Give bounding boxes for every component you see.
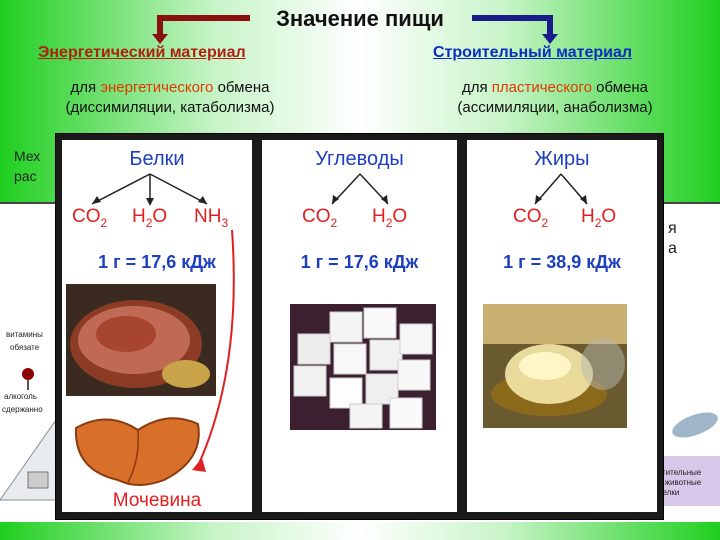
background-text-right-2: а (668, 240, 677, 257)
page-title: Значение пищи (276, 6, 444, 31)
product-co2: CO2 (72, 206, 108, 230)
curved-arrow-icon (192, 229, 235, 472)
butter-dish-image (483, 304, 627, 428)
liver-image (74, 417, 200, 486)
energy-material-heading: Энергетический материал (38, 44, 246, 61)
energy-material-description: для энергетического обмена (диссимиляции… (65, 79, 275, 116)
sugar-cubes-image (290, 304, 436, 430)
panel-title-carbohydrates: Углеводы (315, 148, 404, 170)
energy-carbohydrates: 1 г = 17,6 кДж (300, 252, 419, 272)
product-h2o: H2O (372, 206, 408, 230)
panel-carbohydrates: Углеводы CO2 H2O 1 г = 17,6 кДж (262, 140, 457, 512)
energy-proteins: 1 г = 17,6 кДж (98, 252, 216, 272)
fish-image (672, 412, 718, 438)
background-text-right-1: я (668, 220, 677, 237)
pyramid-label-vitamins: витамины (6, 330, 43, 339)
product-nh3: NH3 (194, 206, 229, 230)
building-material-description: для пластического обмена (ассимиляции, а… (457, 79, 653, 116)
urea-label: Мочевина (112, 490, 202, 511)
panel-proteins: Белки CO2 H2O NH3 1 г = 17,6 кДж (62, 140, 252, 512)
product-h2o: H2O (132, 206, 168, 230)
nutrients-overlay: Белки CO2 H2O NH3 1 г = 17,6 кДж (55, 133, 664, 520)
product-h2o: H2O (581, 206, 617, 230)
food-pyramid-image (0, 368, 57, 501)
branch-arrows-icon (91, 173, 208, 206)
branch-arrows-icon (331, 173, 389, 205)
branch-arrows-icon (534, 173, 588, 205)
pyramid-label-required: обязате (10, 343, 40, 352)
pyramid-label-alcohol: алкоголь (4, 392, 38, 401)
product-co2: CO2 (513, 206, 549, 230)
product-co2: CO2 (302, 206, 338, 230)
left-arrow-icon (152, 15, 250, 44)
right-arrow-icon (472, 15, 558, 44)
panel-fats: Жиры CO2 H2O 1 г = 38,9 кДж (467, 140, 657, 512)
panel-title-fats: Жиры (534, 148, 590, 170)
pyramid-label-moderate: сдержанно (2, 405, 43, 414)
energy-fats: 1 г = 38,9 кДж (503, 252, 621, 272)
meat-image (66, 284, 216, 396)
panel-title-proteins: Белки (129, 148, 185, 170)
building-material-heading: Строительный материал (433, 44, 633, 61)
